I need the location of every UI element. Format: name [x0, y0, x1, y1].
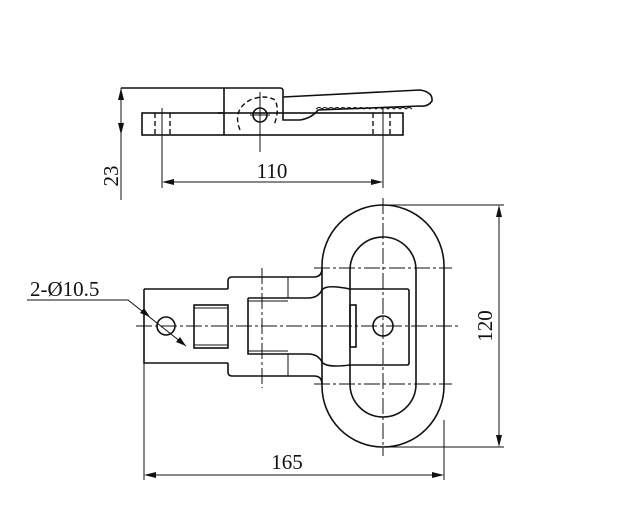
- leader-arrows: [140, 308, 186, 346]
- top-view: 110 23: [99, 87, 433, 200]
- hole-callout-leader: [27, 299, 187, 347]
- left-hole: [156, 316, 176, 336]
- detail-lines: [194, 277, 289, 376]
- extension-lines: [161, 108, 384, 188]
- dim-23-label: 23: [99, 166, 123, 187]
- hole-centerlines: [314, 267, 452, 385]
- latch-tongue: [247, 285, 351, 367]
- extension-lines-120: [383, 204, 504, 448]
- top-outline: [121, 87, 300, 121]
- hidden-holes: [154, 113, 391, 135]
- body-block: [227, 267, 323, 385]
- handle-serration: [315, 107, 413, 110]
- plan-view: 165 120 2-Ø10.5: [27, 198, 504, 480]
- dim-165-label: 165: [271, 450, 303, 474]
- handle-lever: [282, 89, 433, 121]
- hidden-pivot: [236, 96, 278, 131]
- right-hole: [372, 315, 394, 337]
- dim-120-label: 120: [473, 310, 497, 342]
- base-plate: [141, 112, 404, 136]
- hole-callout-label: 2-Ø10.5: [30, 277, 99, 301]
- pivot-centerline: [250, 92, 270, 152]
- dim-23-arrows: [118, 88, 124, 135]
- dim-110-label: 110: [257, 159, 288, 183]
- latch-plate: [350, 288, 410, 366]
- extension-lines-165: [143, 363, 445, 480]
